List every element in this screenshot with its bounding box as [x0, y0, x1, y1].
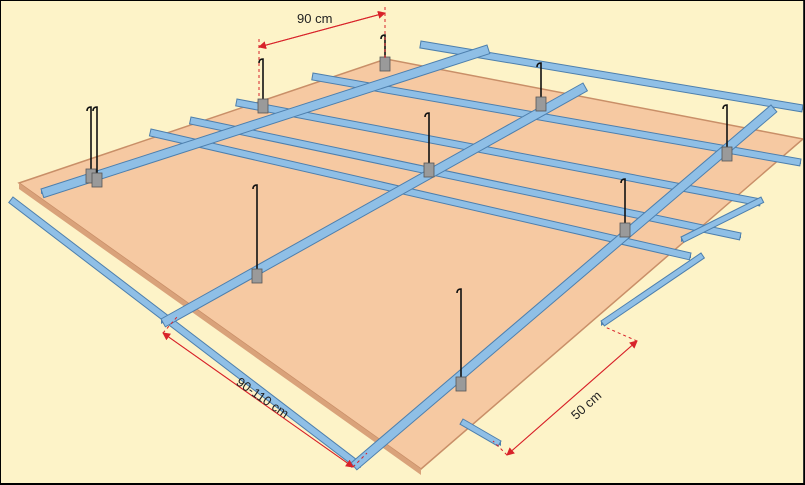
dimension-label-main-spacing: 90 cm [297, 11, 332, 26]
hanger-rod-10 [91, 106, 103, 188]
cross-profile-6 [188, 116, 742, 241]
hanger-rod-9 [721, 104, 733, 162]
cross-profile-3 [235, 98, 762, 207]
hanger-rod-8 [619, 178, 631, 238]
profile-end-3 [680, 196, 765, 244]
profile-grid [8, 40, 803, 471]
hanger-rod-1 [85, 106, 97, 184]
cross-profile-5 [419, 40, 803, 113]
cross-profile-2 [148, 128, 692, 261]
hanger-rod-3 [379, 34, 391, 72]
profile-end-1 [600, 252, 706, 327]
profile-end-2 [459, 418, 502, 447]
cross-profile-4 [311, 72, 802, 167]
hanger-rod-6 [251, 184, 263, 284]
hanger-rod-7 [455, 288, 467, 392]
hanger-rod-4 [535, 62, 547, 112]
dimension-top: 90 cm [258, 7, 386, 99]
main-profile-2 [160, 82, 589, 328]
hanger-rod-2 [257, 58, 269, 114]
plasterboard-edge [19, 183, 421, 475]
hanger-rod-5 [423, 112, 435, 178]
main-profile-1 [40, 44, 491, 199]
dimension-label-cross-spacing: 50 cm [568, 388, 604, 423]
hanger-set [85, 34, 733, 392]
dimension-label-hanger-spacing: 90-110 cm [234, 374, 292, 421]
